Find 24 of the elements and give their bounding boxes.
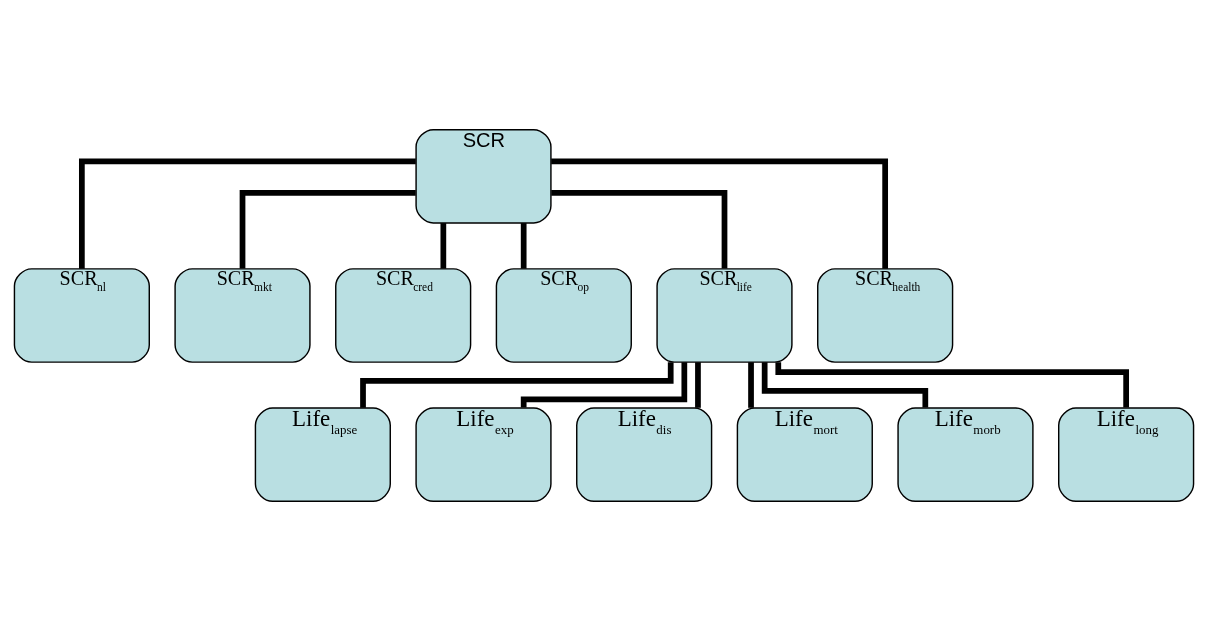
node-box: SCR$_{life}$ — [656, 268, 793, 363]
connector — [440, 223, 447, 269]
connector — [239, 190, 416, 269]
connector — [748, 362, 754, 408]
node-box: Life$_{morb}$ — [897, 407, 1034, 502]
node-box: SCR$_{health}$ — [817, 268, 954, 363]
connector — [775, 362, 1129, 408]
node-box: Life$_{exp}$ — [415, 407, 552, 502]
node-box: Life$_{long}$ — [1058, 407, 1195, 502]
connector — [695, 362, 701, 408]
connector — [551, 190, 728, 269]
node-box: SCR — [415, 129, 552, 224]
node-box: Life$_{mort}$ — [736, 407, 873, 502]
node-box: Life$_{dis}$ — [576, 407, 713, 502]
node-box: SCR$_{cred}$ — [335, 268, 472, 363]
node-box: SCR$_{nl}$ — [13, 268, 150, 363]
connector — [551, 158, 888, 269]
connector — [761, 362, 929, 408]
connector — [79, 158, 416, 269]
node-box: Life$_{lapse}$ — [254, 407, 391, 502]
node-box: SCR$_{op}$ — [495, 268, 632, 363]
node-box: SCR$_{mkt}$ — [174, 268, 311, 363]
connector — [520, 362, 688, 408]
connector — [520, 223, 527, 269]
